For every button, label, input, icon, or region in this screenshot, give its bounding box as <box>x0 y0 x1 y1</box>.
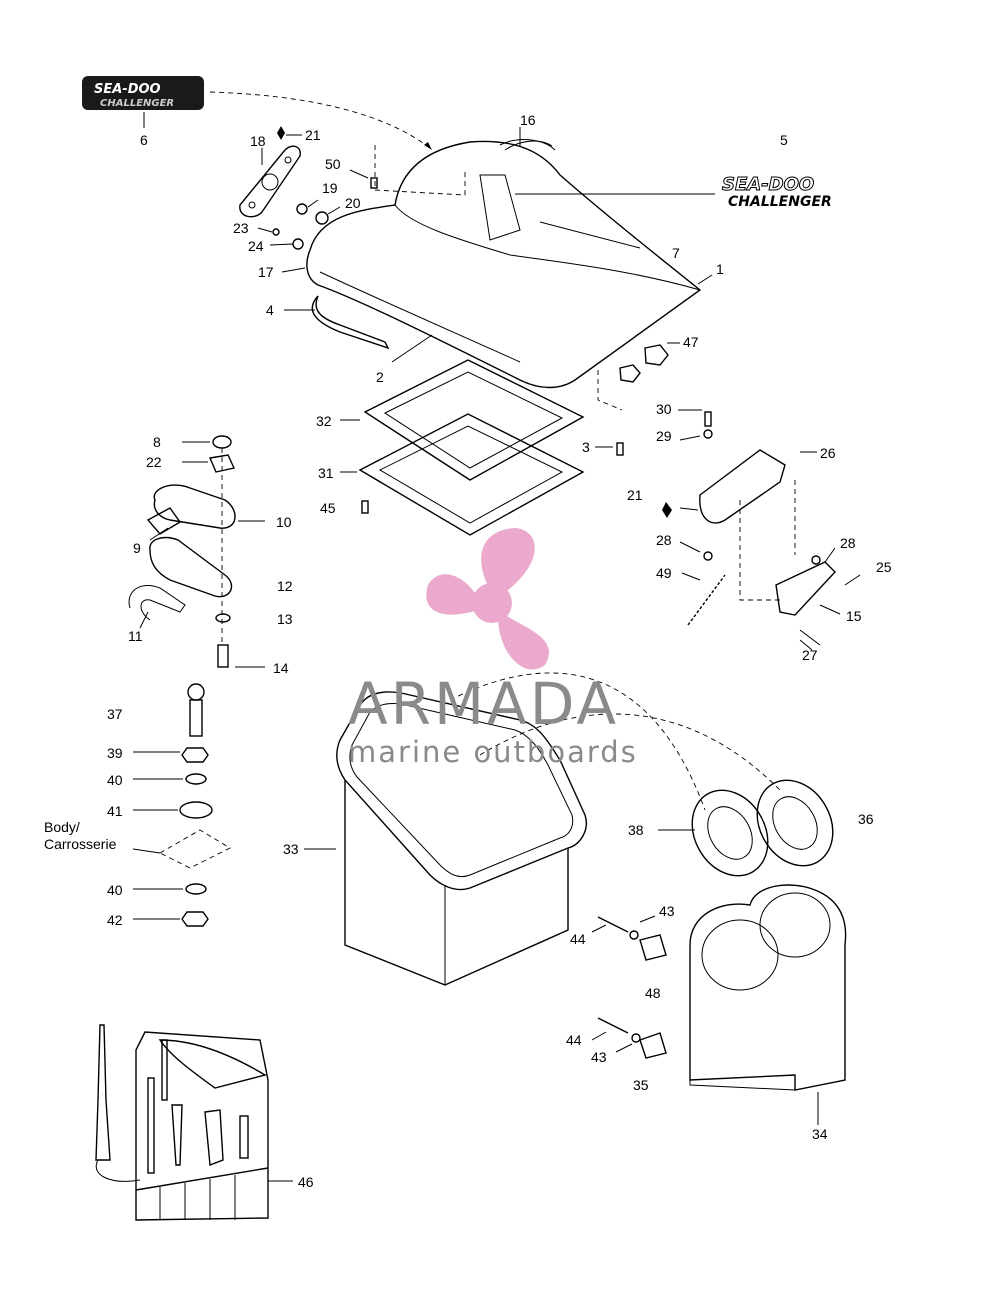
fastener-stack <box>159 683 231 927</box>
tool-kit <box>95 1024 269 1221</box>
callout-43a: 43 <box>659 903 675 919</box>
callout-32: 32 <box>316 413 332 429</box>
latch-bracket <box>699 449 836 616</box>
callout-34: 34 <box>812 1126 828 1142</box>
callout-23: 23 <box>233 220 249 236</box>
callout-44b: 44 <box>566 1032 582 1048</box>
callout-44a: 44 <box>570 931 586 947</box>
callout-45: 45 <box>320 500 336 516</box>
decal-side-model: CHALLENGER <box>728 194 832 210</box>
callout-30: 30 <box>656 401 672 417</box>
callout-47: 47 <box>683 334 699 350</box>
watermark-subtitle: marine outboards <box>348 735 638 769</box>
callout-7: 7 <box>672 245 680 261</box>
callout-20: 20 <box>345 195 361 211</box>
callout-3: 3 <box>582 439 590 455</box>
callout-50: 50 <box>325 156 341 172</box>
callout-43b: 43 <box>591 1049 607 1065</box>
callout-6: 6 <box>140 132 148 148</box>
callout-40a: 40 <box>107 772 123 788</box>
callout-17: 17 <box>258 264 274 280</box>
callout-35: 35 <box>633 1077 649 1093</box>
callout-46: 46 <box>298 1174 314 1190</box>
callout-42: 42 <box>107 912 123 928</box>
callout-8: 8 <box>153 434 161 450</box>
watermark-title: ARMADA <box>348 670 619 738</box>
callout-15: 15 <box>846 608 862 624</box>
callout-39: 39 <box>107 745 123 761</box>
callout-16: 16 <box>520 112 536 128</box>
gasket-frames <box>358 359 585 536</box>
decal-badge-model: CHALLENGER <box>100 98 174 109</box>
callout-9: 9 <box>133 540 141 556</box>
decal-badge: SEA-DOO CHALLENGER <box>82 76 204 110</box>
callout-18: 18 <box>250 133 266 149</box>
callout-37: 37 <box>107 706 123 722</box>
decal-badge-brand: SEA-DOO <box>94 82 161 97</box>
callout-2: 2 <box>376 369 384 385</box>
callout-28a: 28 <box>656 532 672 548</box>
decal-side: SEA-DOO CHALLENGER <box>722 174 832 211</box>
callout-4: 4 <box>266 302 274 318</box>
clip-fasteners <box>597 916 667 1059</box>
callout-13: 13 <box>277 611 293 627</box>
storage-bin <box>336 691 587 986</box>
hinge-assembly <box>128 435 236 668</box>
callout-25: 25 <box>876 559 892 575</box>
callout-40b: 40 <box>107 882 123 898</box>
callout-21a: 21 <box>305 127 321 143</box>
latch-plate <box>239 145 301 218</box>
callout-24: 24 <box>248 238 264 254</box>
propeller-logo-icon <box>426 528 550 670</box>
callout-1: 1 <box>716 261 724 277</box>
callout-21b: 21 <box>627 487 643 503</box>
callout-38: 38 <box>628 822 644 838</box>
callout-26: 26 <box>820 445 836 461</box>
callout-33: 33 <box>283 841 299 857</box>
callout-14: 14 <box>273 660 289 676</box>
callout-11: 11 <box>128 628 143 644</box>
callout-10: 10 <box>276 514 292 530</box>
cupholder-housing <box>689 884 847 1091</box>
callout-19: 19 <box>322 180 338 196</box>
callout-31: 31 <box>318 465 334 481</box>
callout-29: 29 <box>656 428 672 444</box>
callout-27: 27 <box>802 647 818 663</box>
callout-41: 41 <box>107 803 123 819</box>
callout-12: 12 <box>277 578 293 594</box>
callout-49: 49 <box>656 565 672 581</box>
callout-22: 22 <box>146 454 162 470</box>
callout-28b: 28 <box>840 535 856 551</box>
callout-5: 5 <box>780 132 788 148</box>
cupholder-covers <box>691 779 834 877</box>
watermark: ARMADA marine outboards <box>348 528 638 769</box>
decal-side-brand: SEA-DOO <box>722 174 814 195</box>
callout-36: 36 <box>858 811 874 827</box>
body-label-line2: Carrosserie <box>44 836 117 852</box>
body-label-line1: Body/ <box>44 819 80 835</box>
callout-48: 48 <box>645 985 661 1001</box>
seat-assembly <box>306 139 702 389</box>
